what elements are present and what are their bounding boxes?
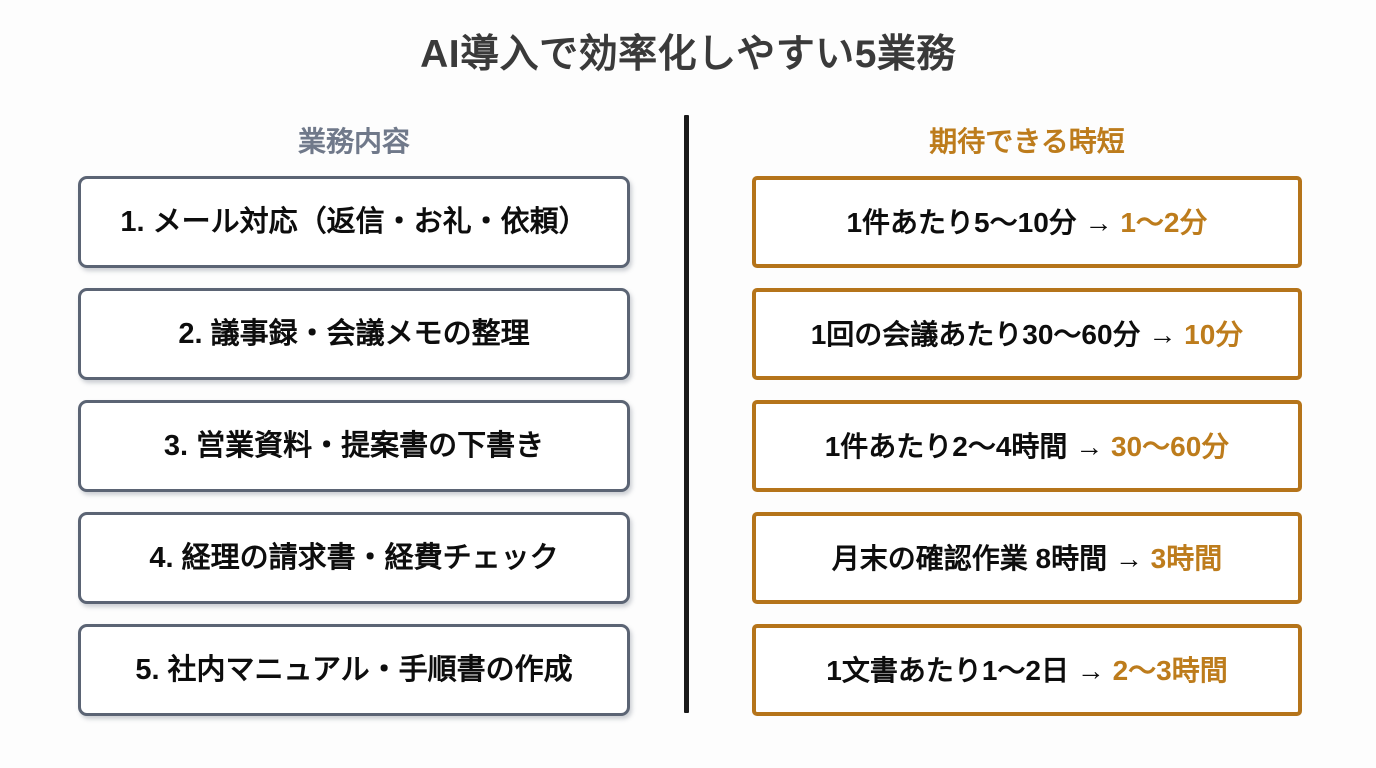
- task-label: 4. 経理の請求書・経費チェック: [149, 541, 559, 574]
- saving-box: 1件あたり2〜4時間 → 30〜60分: [752, 400, 1302, 492]
- task-box: 3. 営業資料・提案書の下書き: [78, 400, 630, 492]
- saving-label: 1件あたり2〜4時間 → 30〜60分: [825, 429, 1230, 464]
- saving-label: 月末の確認作業 8時間 → 3時間: [832, 541, 1223, 576]
- task-column: 1. メール対応（返信・お礼・依頼） 2. 議事録・会議メモの整理 3. 営業資…: [78, 176, 630, 716]
- saving-after: 1〜2分: [1120, 206, 1208, 238]
- saving-after: 10分: [1184, 318, 1244, 350]
- task-box: 1. メール対応（返信・お礼・依頼）: [78, 176, 630, 268]
- task-label: 1. メール対応（返信・お礼・依頼）: [120, 205, 588, 238]
- saving-label: 1件あたり5〜10分 → 1〜2分: [846, 205, 1207, 240]
- saving-box: 1回の会議あたり30〜60分 → 10分: [752, 288, 1302, 380]
- saving-before: 月末の確認作業 8時間 →: [831, 542, 1151, 574]
- vertical-divider: [684, 115, 689, 713]
- task-box: 4. 経理の請求書・経費チェック: [78, 512, 630, 604]
- column-header-task: 業務内容: [297, 126, 410, 157]
- saving-after: 30〜60分: [1110, 430, 1230, 462]
- task-label: 2. 議事録・会議メモの整理: [178, 317, 530, 350]
- saving-box: 月末の確認作業 8時間 → 3時間: [752, 512, 1302, 604]
- saving-after: 3時間: [1150, 542, 1223, 574]
- page-title: AI導入で効率化しやすい5業務: [420, 33, 956, 76]
- task-label: 3. 営業資料・提案書の下書き: [163, 429, 545, 462]
- saving-before: 1文書あたり1〜2日 →: [826, 654, 1113, 686]
- saving-label: 1文書あたり1〜2日 → 2〜3時間: [826, 653, 1227, 688]
- saving-box: 1件あたり5〜10分 → 1〜2分: [752, 176, 1302, 268]
- saving-column: 1件あたり5〜10分 → 1〜2分 1回の会議あたり30〜60分 → 10分 1…: [752, 176, 1302, 716]
- column-header-saving: 期待できる時短: [929, 126, 1125, 157]
- saving-before: 1回の会議あたり30〜60分 →: [810, 318, 1185, 350]
- saving-label: 1回の会議あたり30〜60分 → 10分: [811, 317, 1244, 352]
- saving-before: 1件あたり2〜4時間 →: [824, 430, 1111, 462]
- task-box: 5. 社内マニュアル・手順書の作成: [78, 624, 630, 716]
- task-label: 5. 社内マニュアル・手順書の作成: [135, 653, 573, 686]
- task-box: 2. 議事録・会議メモの整理: [78, 288, 630, 380]
- saving-before: 1件あたり5〜10分 →: [846, 206, 1121, 238]
- saving-box: 1文書あたり1〜2日 → 2〜3時間: [752, 624, 1302, 716]
- saving-after: 2〜3時間: [1112, 654, 1228, 686]
